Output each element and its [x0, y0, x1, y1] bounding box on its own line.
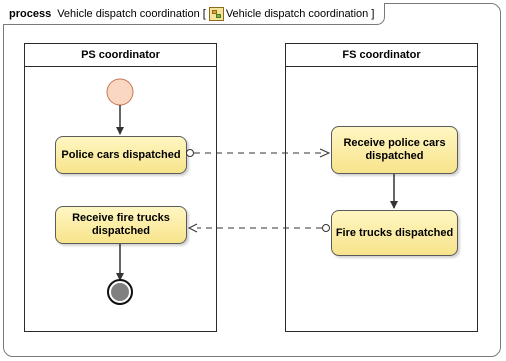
action-police-cars-dispatched[interactable]: Police cars dispatched	[55, 136, 187, 174]
frame-keyword: process	[9, 7, 52, 20]
lane-title-ps: PS coordinator	[25, 44, 216, 67]
swimlane-fs-coordinator: FS coordinator	[285, 43, 478, 332]
frame-diagram-ref[interactable]: Vehicle dispatch coordination ]	[225, 7, 375, 20]
activity-diagram-icon[interactable]	[208, 6, 224, 21]
action-fire-trucks-dispatched[interactable]: Fire trucks dispatched	[331, 210, 458, 256]
frame-header: process Vehicle dispatch coordination [ …	[3, 3, 386, 25]
action-receive-police-cars-dispatched[interactable]: Receive police cars dispatched	[331, 126, 458, 174]
frame-name: Vehicle dispatch coordination [	[57, 7, 206, 20]
lane-title-fs: FS coordinator	[286, 44, 477, 67]
action-receive-fire-trucks-dispatched[interactable]: Receive fire trucks dispatched	[55, 206, 187, 244]
swimlane-ps-coordinator: PS coordinator	[24, 43, 217, 332]
